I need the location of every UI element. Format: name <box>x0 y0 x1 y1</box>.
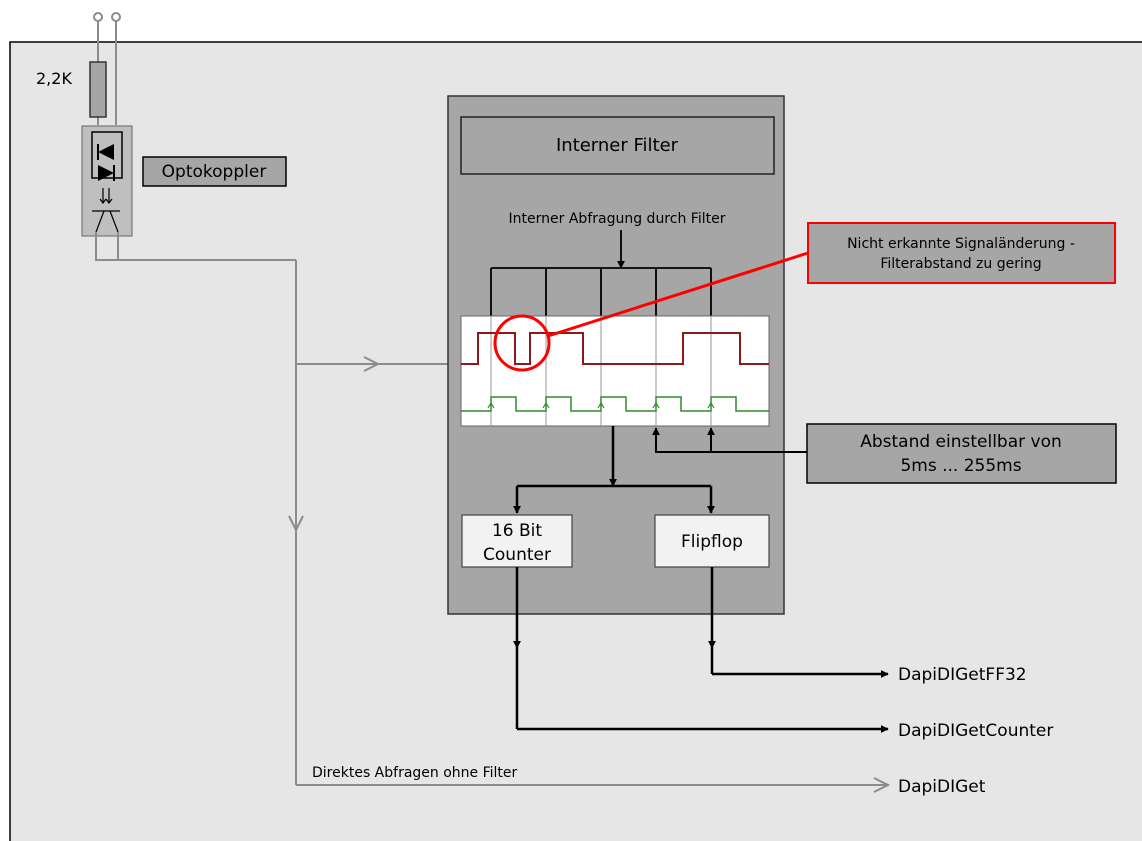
output-direct-label: DapiDIGet <box>898 777 986 797</box>
flipflop-box <box>654 514 770 568</box>
interval-callout <box>806 423 1117 484</box>
optocoupler-label-box <box>142 156 287 187</box>
direct-read-label: Direktes Abfragen ohne Filter <box>312 765 518 781</box>
interval-text-line1: Abstand einstellbar von <box>860 432 1062 452</box>
output-counter-label: DapiDIGetCounter <box>898 721 1053 741</box>
optocoupler-icon <box>81 125 133 237</box>
resistor-label: 2,2K <box>36 69 72 88</box>
missed-change-circle <box>493 314 551 372</box>
counter-label-line1: 16 Bit <box>492 521 542 541</box>
split-arrows <box>513 426 715 514</box>
signal-wires <box>95 232 891 793</box>
interval-text-line2: 5ms ... 255ms <box>900 456 1021 476</box>
counter-label-line2: Counter <box>483 545 551 565</box>
resistor-icon <box>89 61 107 118</box>
optocoupler-label: Optokoppler <box>162 162 267 182</box>
flipflop-label: Flipflop <box>681 532 743 552</box>
sampling-label: Interner Abfragung durch Filter <box>509 211 726 227</box>
filter-title: Interner Filter <box>556 135 679 156</box>
signal-timing-box <box>460 315 770 427</box>
missed-change-text-line1: Nicht erkannte Signaländerung - <box>847 236 1075 252</box>
missed-change-text-line2: Filterabstand zu gering <box>880 256 1041 272</box>
missed-change-pointer <box>547 251 809 338</box>
output-ff-label: DapiDIGetFF32 <box>898 665 1027 685</box>
sampling-tick-arrows <box>487 401 715 409</box>
counter-box <box>461 514 573 568</box>
missed-change-callout <box>807 222 1116 284</box>
interval-pointer <box>652 427 807 453</box>
filter-title-box <box>460 116 775 175</box>
input-terminals <box>93 12 121 125</box>
output-arrows <box>513 567 889 733</box>
